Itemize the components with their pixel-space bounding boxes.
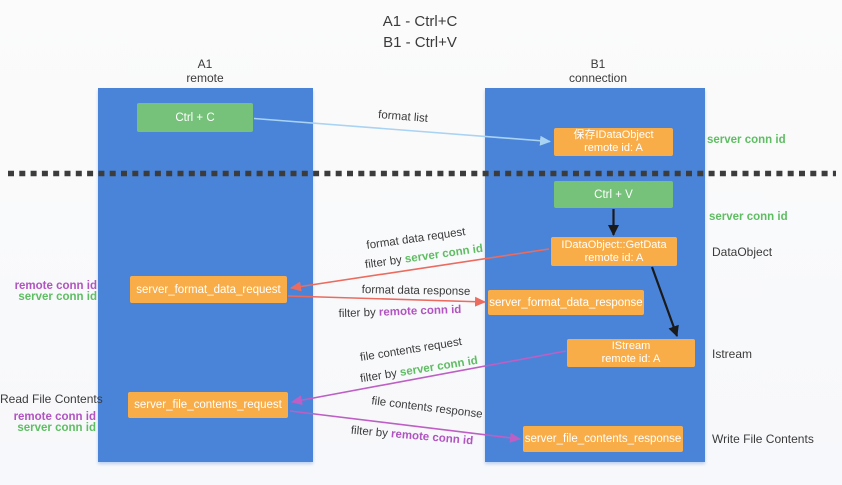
format-data-response-label: format data response [361, 284, 471, 298]
file-response-node: server_file_contents_response [523, 426, 683, 452]
istream-node: IStream remote id: A [567, 339, 695, 367]
filter-id-remote-conn: remote conn id [378, 303, 462, 319]
server-conn-id-label-top: server conn id [707, 134, 786, 146]
filter-prefix: filter by [338, 306, 380, 321]
left-column-header: A1 remote [145, 57, 265, 85]
file-server-conn-id-label: server conn id [17, 421, 96, 434]
filter-prefix: filter by [350, 424, 392, 441]
read-file-contents-label: Read File Contents [0, 392, 103, 406]
write-file-contents-label: Write File Contents [712, 432, 814, 446]
format-remote-conn-id-label: remote conn id [14, 280, 97, 292]
save-dataobject-node: 保存IDataObject remote id: A [554, 128, 673, 156]
filter-by-remote-conn-id-label-1: filter by remote conn id [338, 304, 461, 320]
ctrl-c-node: Ctrl + C [137, 103, 253, 132]
format-response-label: server_format_data_response [489, 296, 643, 309]
right-column-name: B1 [590, 57, 606, 71]
file-request-label: server_file_contents_request [134, 399, 282, 411]
diagram-title: A1 - Ctrl+C B1 - Ctrl+V [320, 11, 520, 53]
dataobject-label: DataObject [712, 245, 773, 259]
getdata-line2: remote id: A [584, 251, 644, 264]
left-column-role: remote [186, 71, 224, 85]
format-response-node: server_format_data_response [488, 290, 644, 315]
format-request-node: server_format_data_request [130, 276, 287, 303]
left-column-name: A1 [197, 57, 213, 71]
server-conn-id-label-mid: server conn id [709, 211, 788, 223]
title-line-2: B1 - Ctrl+V [383, 34, 457, 51]
title-line-1: A1 - Ctrl+C [382, 13, 458, 30]
istream-side-label: Istream [712, 347, 753, 361]
filter-by-remote-conn-id-label-2: filter by remote conn id [350, 425, 473, 448]
ctrl-v-node: Ctrl + V [554, 181, 673, 208]
right-column-header: B1 connection [538, 57, 658, 85]
istream-line2: remote id: A [601, 353, 661, 365]
getdata-node: IDataObject::GetData remote id: A [551, 237, 677, 266]
istream-line1: IStream [611, 340, 651, 352]
format-conn-id-stack: remote conn id server conn id [0, 281, 97, 302]
getdata-line1: IDataObject::GetData [561, 238, 667, 251]
file-contents-response-label: file contents response [370, 395, 484, 421]
filter-prefix: filter by [364, 253, 406, 272]
filter-id-remote-conn: remote conn id [390, 428, 474, 448]
filter-prefix: filter by [359, 367, 401, 386]
file-remote-conn-id-label: remote conn id [13, 411, 96, 423]
format-list-label: format list [377, 109, 429, 125]
filter-id-server-conn: server conn id [399, 354, 479, 379]
filter-id-server-conn: server conn id [404, 242, 484, 266]
ctrl-v-label: Ctrl + V [594, 188, 633, 201]
format-request-label: server_format_data_request [136, 283, 281, 296]
ctrl-c-label: Ctrl + C [175, 111, 215, 124]
file-request-node: server_file_contents_request [128, 392, 288, 418]
format-server-conn-id-label: server conn id [18, 290, 97, 303]
file-conn-id-stack: remote conn id server conn id [0, 412, 96, 433]
file-response-label: server_file_contents_response [524, 433, 682, 445]
save-dataobject-line2: remote id: A [584, 142, 643, 154]
save-dataobject-line1: 保存IDataObject [573, 129, 654, 141]
right-column-role: connection [568, 71, 628, 85]
